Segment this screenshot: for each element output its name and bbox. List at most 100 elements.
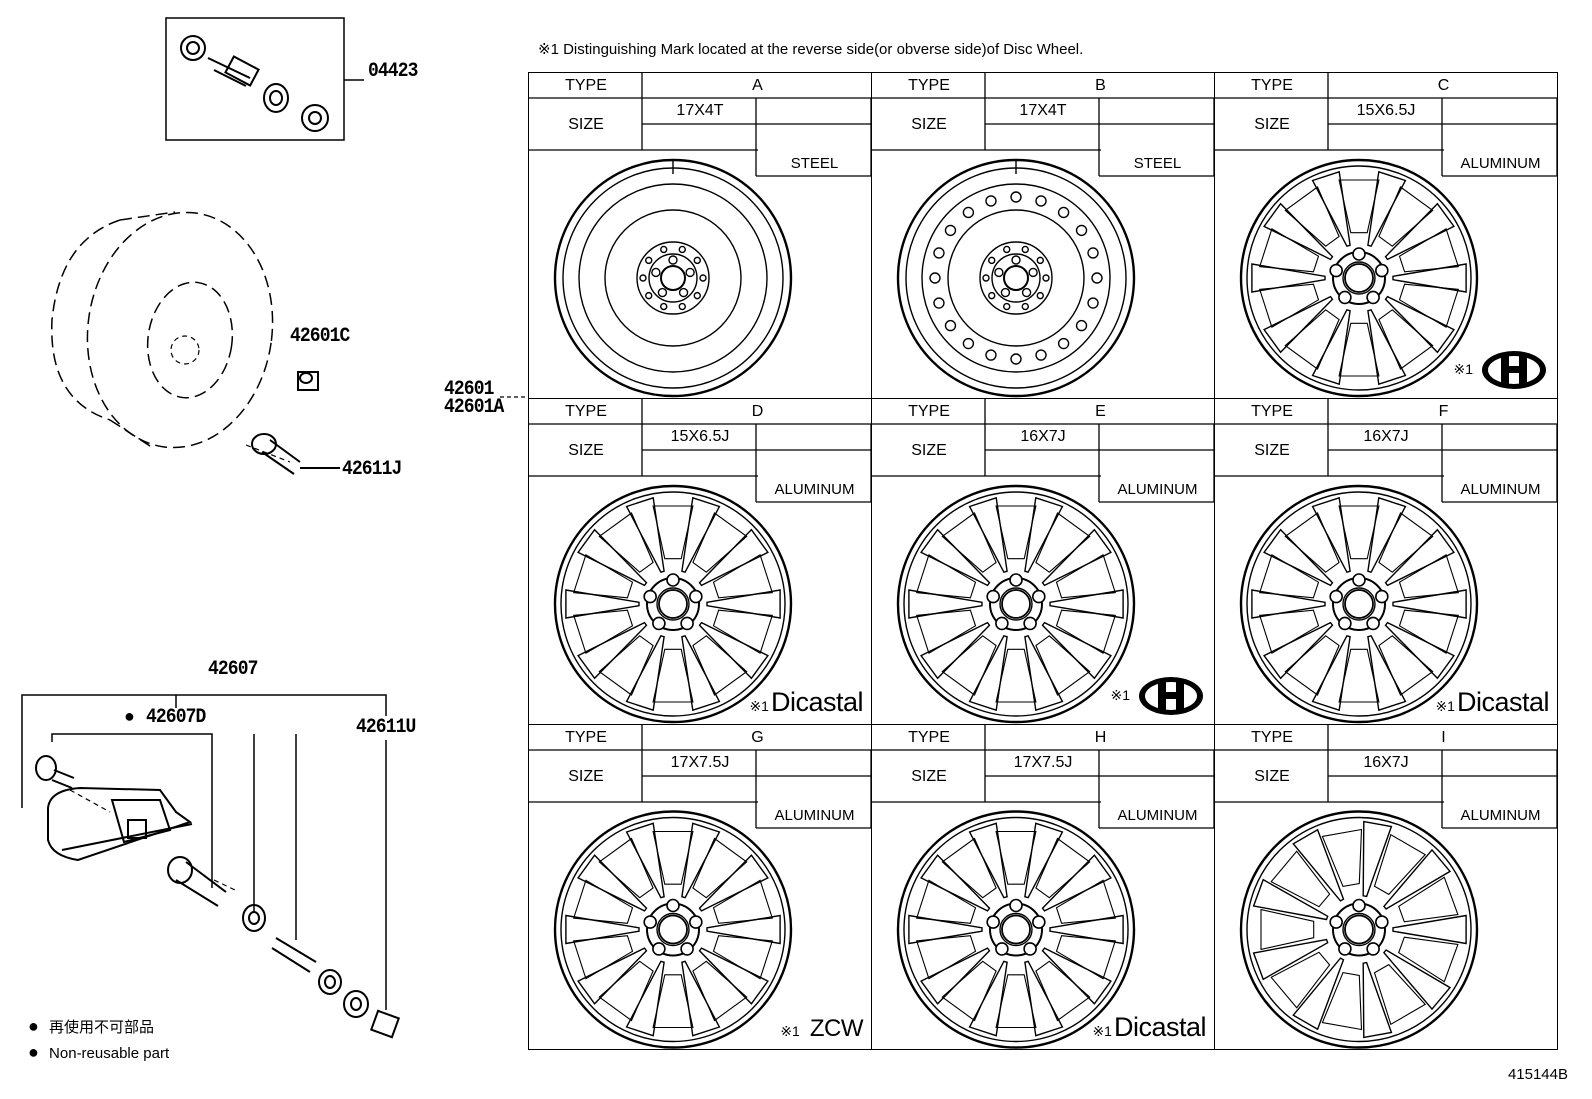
wheel-cell-lines: [1214, 72, 1557, 177]
material-value: STEEL: [790, 155, 839, 172]
wheel-cell-lines: [528, 398, 871, 503]
mark-brand: ZCW: [809, 1015, 864, 1042]
mark-prefix: ※1: [1453, 361, 1473, 378]
type-value: D: [751, 403, 764, 420]
type-label: TYPE: [908, 729, 950, 746]
type-label: TYPE: [908, 403, 950, 420]
size-label: SIZE: [1254, 116, 1290, 133]
material-value: ALUMINUM: [774, 807, 855, 824]
mark-prefix: ※1: [780, 1023, 800, 1039]
distinguishing-mark: ※1Dicastal: [1092, 1012, 1206, 1043]
wheel-drawing-b: [896, 158, 1136, 398]
part-number-42611u: 42611U: [356, 716, 416, 739]
wheel-cell-a: TYPE A SIZE 17X4T STEEL: [528, 72, 872, 399]
distinguishing-mark: ※1: [1453, 348, 1549, 392]
mark-prefix: ※1: [1435, 698, 1455, 714]
mark-brand: Dicastal: [1456, 687, 1550, 717]
material-value: ALUMINUM: [1117, 807, 1198, 824]
wheel-drawing-c: [1239, 158, 1479, 398]
type-value: H: [1094, 729, 1107, 746]
wheel-drawing-g: [553, 810, 793, 1049]
type-label: TYPE: [565, 729, 607, 746]
parts-illustration: [21, 17, 528, 1039]
size-value: 17X7.5J: [670, 754, 730, 771]
mark-prefix: ※1: [1092, 1023, 1112, 1039]
type-value: A: [752, 77, 763, 94]
wheel-cell-lines: [528, 724, 871, 829]
part-number-42601c: 42601C: [290, 325, 350, 348]
material-value: ALUMINUM: [1460, 481, 1541, 498]
type-value: F: [1438, 403, 1449, 420]
wheel-drawing-f: [1239, 484, 1479, 724]
size-value: 16X7J: [1020, 428, 1066, 445]
size-label: SIZE: [568, 442, 604, 459]
material-value: ALUMINUM: [774, 481, 855, 498]
size-value: 16X7J: [1363, 754, 1409, 771]
mark-prefix: ※1: [1110, 687, 1130, 704]
size-value: 15X6.5J: [1356, 102, 1416, 119]
legend-bullet: ●: [28, 1042, 39, 1062]
size-value: 15X6.5J: [670, 428, 730, 445]
type-label: TYPE: [1251, 729, 1293, 746]
mark-brand: Dicastal: [770, 687, 864, 717]
material-value: STEEL: [1133, 155, 1182, 172]
distinguishing-mark: ※1 ZCW: [780, 1015, 863, 1043]
part-number-42601: 42601: [444, 378, 494, 401]
size-label: SIZE: [911, 768, 947, 785]
distinguishing-mark: ※1Dicastal: [749, 687, 863, 718]
wheel-cell-lines: [1214, 724, 1557, 829]
size-value: 17X7.5J: [1013, 754, 1073, 771]
wheel-drawing-i: [1239, 810, 1479, 1049]
mark-brand: Dicastal: [1113, 1012, 1207, 1042]
type-label: TYPE: [1251, 77, 1293, 94]
part-number-42611j: 42611J: [342, 458, 402, 481]
wheel-cell-g: TYPE G SIZE 17X7.5J ALUMINUM ※1 ZCW: [528, 724, 872, 1050]
material-value: ALUMINUM: [1460, 155, 1541, 172]
mark-prefix: ※1: [749, 698, 769, 714]
part-number-42601a: 42601A: [444, 396, 504, 419]
size-label: SIZE: [911, 442, 947, 459]
size-label: SIZE: [911, 116, 947, 133]
wheel-cell-lines: [871, 724, 1214, 829]
type-value: E: [1095, 403, 1106, 420]
wheel-cell-e: TYPE E SIZE 16X7J ALUMINUM ※1: [871, 398, 1215, 725]
wheel-drawing-d: [553, 484, 793, 724]
part-number-42607: 42607: [208, 658, 258, 681]
wheel-cell-h: TYPE H SIZE 17X7.5J ALUMINUM ※1Dicastal: [871, 724, 1215, 1050]
size-label: SIZE: [1254, 442, 1290, 459]
size-value: 17X4T: [676, 102, 724, 119]
part-number-04423: 04423: [368, 60, 418, 83]
type-value: B: [1095, 77, 1106, 94]
material-value: ALUMINUM: [1117, 481, 1198, 498]
size-value: 16X7J: [1363, 428, 1409, 445]
manufacturer-logo-icon: [1482, 351, 1546, 389]
wheel-cell-lines: [1214, 398, 1557, 503]
type-label: TYPE: [565, 403, 607, 420]
type-value: C: [1437, 77, 1450, 94]
type-value: G: [751, 729, 764, 746]
legend-en-text: Non-reusable part: [49, 1045, 170, 1062]
wheel-cell-lines: [871, 72, 1214, 177]
size-label: SIZE: [568, 768, 604, 785]
size-label: SIZE: [568, 116, 604, 133]
distinguishing-mark-note: ※1 Distinguishing Mark located at the re…: [538, 41, 1084, 58]
wheel-cell-c: TYPE C SIZE 15X6.5J ALUMINUM ※1: [1214, 72, 1558, 399]
type-label: TYPE: [908, 77, 950, 94]
non-reusable-bullet: ●: [124, 706, 135, 726]
distinguishing-mark: ※1Dicastal: [1435, 687, 1549, 718]
part-number-42607d: 42607D: [146, 706, 206, 729]
wheel-cell-i: TYPE I SIZE 16X7J ALUMINUM: [1214, 724, 1558, 1050]
type-value: I: [1441, 729, 1446, 746]
wheel-cell-lines: [871, 398, 1214, 503]
legend-en: ● Non-reusable part: [28, 1042, 169, 1063]
material-value: ALUMINUM: [1460, 807, 1541, 824]
legend-jp-text: 再使用不可部品: [49, 1019, 155, 1036]
drawing-number: 415144B: [1507, 1066, 1568, 1083]
wheel-cell-d: TYPE D SIZE 15X6.5J ALUMINUM ※1Dicastal: [528, 398, 872, 725]
size-label: SIZE: [1254, 768, 1290, 785]
wheel-drawing-h: [896, 810, 1136, 1049]
type-label: TYPE: [565, 77, 607, 94]
wheel-cell-lines: [528, 72, 871, 177]
